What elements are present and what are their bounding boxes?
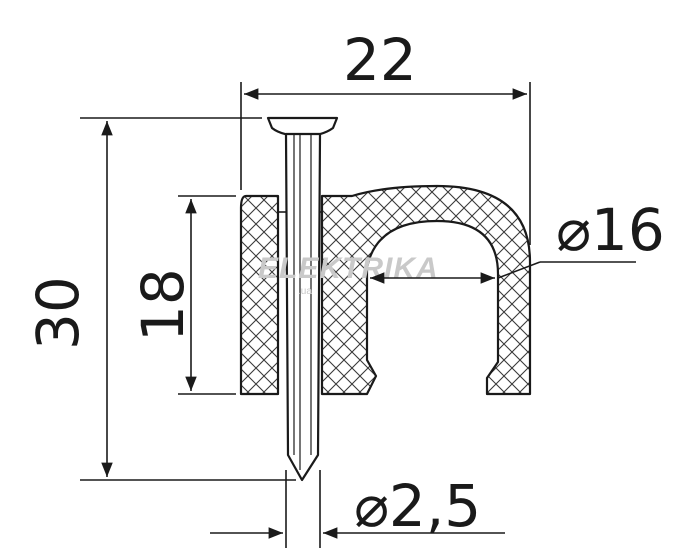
- dimension-total-height-label: 30: [24, 276, 92, 350]
- dimension-cable-diameter: [370, 261, 636, 284]
- clip-left-leg: [239, 194, 280, 396]
- dimension-body-height-label: 18: [129, 268, 197, 342]
- dimension-nail-diameter-label: ⌀2,5: [354, 472, 481, 540]
- dimension-total-height: [80, 117, 296, 481]
- watermark-brand: ELEKTRIKA: [258, 252, 439, 285]
- clip-body: [239, 184, 532, 396]
- watermark-domain: .ua: [298, 286, 312, 297]
- nail-shank: [284, 132, 322, 482]
- dimension-nail-diameter: [210, 470, 505, 548]
- dimension-body-height: [178, 195, 236, 395]
- dimension-width-label: 22: [343, 26, 417, 94]
- nail: [266, 116, 339, 482]
- dimension-cable-diameter-label: ⌀16: [556, 196, 665, 264]
- dimension-width: [240, 82, 531, 245]
- clip-arch: [320, 184, 532, 396]
